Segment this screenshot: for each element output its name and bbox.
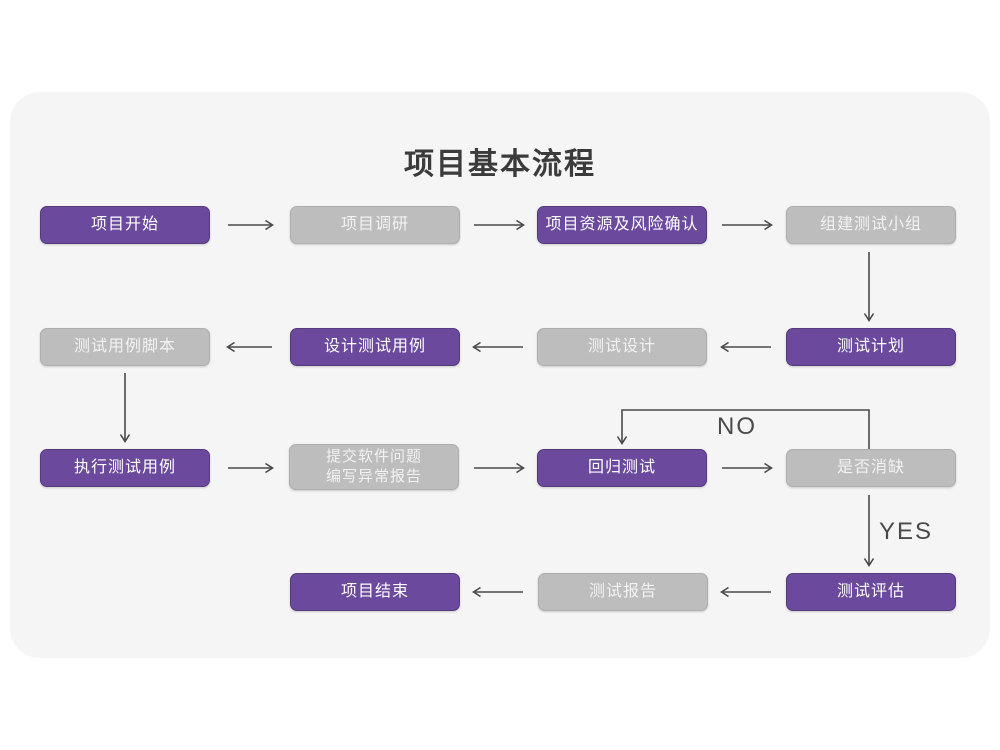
node-test-plan: 测试计划 [786, 328, 956, 366]
node-label: 执行测试用例 [73, 459, 176, 477]
node-label: 组建测试小组 [819, 216, 922, 234]
node-label: 项目资源及风险确认 [545, 216, 699, 234]
node-label: 测试报告 [588, 583, 657, 601]
node-label: 项目结束 [340, 583, 409, 601]
node-project-end: 项目结束 [290, 573, 460, 611]
node-label: 是否消缺 [836, 459, 905, 477]
node-label: 项目调研 [340, 216, 409, 234]
node-build-test-team: 组建测试小组 [786, 206, 956, 244]
node-project-start: 项目开始 [40, 206, 210, 244]
node-defect-resolved: 是否消缺 [786, 449, 956, 487]
node-test-design: 测试设计 [537, 328, 707, 366]
node-label: 回归测试 [587, 459, 656, 477]
node-label: 项目开始 [90, 216, 159, 234]
node-label: 设计测试用例 [323, 338, 426, 356]
node-resources-risk-confirm: 项目资源及风险确认 [537, 206, 707, 244]
edge-label-no: NO [717, 413, 757, 440]
node-test-case-scripts: 测试用例脚本 [40, 328, 210, 366]
node-label: 测试评估 [836, 583, 905, 601]
node-test-evaluation: 测试评估 [786, 573, 956, 611]
node-submit-issues-report: 提交软件问题 编写异常报告 [289, 444, 459, 490]
node-label: 测试用例脚本 [73, 338, 176, 356]
diagram-title: 项目基本流程 [404, 148, 596, 181]
node-execute-test-cases: 执行测试用例 [40, 449, 210, 487]
node-label: 提交软件问题 编写异常报告 [325, 447, 422, 485]
node-project-research: 项目调研 [290, 206, 460, 244]
node-test-report: 测试报告 [538, 573, 708, 611]
flowchart-card [10, 92, 990, 658]
node-regression-test: 回归测试 [537, 449, 707, 487]
node-design-test-cases: 设计测试用例 [290, 328, 460, 366]
node-label: 测试计划 [836, 338, 905, 356]
edge-label-yes: YES [879, 518, 934, 545]
node-label: 测试设计 [587, 338, 656, 356]
